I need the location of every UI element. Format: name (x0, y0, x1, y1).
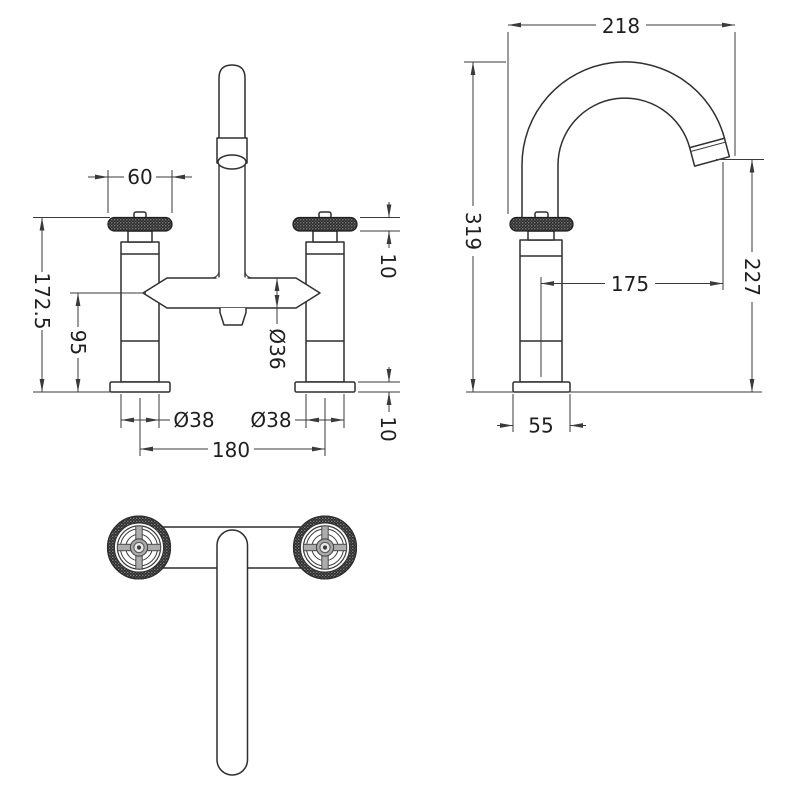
dim-label-body-diameter: Ø36 (265, 328, 289, 369)
dim-label-spout-projection: 175 (611, 272, 649, 296)
dim-label-handle-width: 60 (127, 165, 152, 189)
plan-left-handle-wheel (108, 516, 171, 579)
right-valve-column (305, 230, 345, 383)
right-handle-front (292, 211, 358, 232)
dim-body-diameter: Ø36 (265, 278, 289, 370)
body-bottom-plug (219, 308, 247, 326)
dim-label-base-depth: 55 (528, 414, 553, 438)
dim-label-right-column-diameter: Ø38 (250, 408, 291, 432)
right-knurled-handle (292, 216, 358, 232)
dim-base-depth: 55 (497, 394, 586, 438)
plan-right-handle-wheel (294, 516, 357, 579)
dim-spout-reach: 218 (507, 14, 736, 214)
dim-label-inlet-centre-height: 95 (66, 330, 90, 355)
dim-label-base-thickness: 10 (376, 416, 400, 441)
front-view: 60 10 172.5 95 Ø36 (30, 64, 400, 462)
dim-label-overall-height: 319 (461, 212, 485, 250)
side-base-flange (512, 381, 571, 393)
left-valve-column (120, 230, 160, 383)
dim-label-tap-centres: 180 (212, 438, 250, 462)
side-view: 218 319 175 227 55 (461, 14, 764, 438)
left-base-flange (109, 381, 171, 393)
dim-height-to-handle: 172.5 (30, 217, 110, 393)
spout-outlet (217, 154, 247, 170)
dim-label-handle-thickness: 10 (376, 253, 400, 278)
dim-base-thickness: 10 (358, 367, 400, 442)
plan-view (108, 516, 357, 776)
spout-side (521, 61, 726, 219)
side-knurled-handle (509, 216, 574, 232)
dim-spout-outlet-height: 227 (716, 159, 764, 392)
dim-label-spout-outlet-height: 227 (740, 258, 764, 296)
dim-tap-centres: 180 (139, 398, 326, 462)
dim-label-spout-reach: 218 (602, 14, 640, 38)
dim-right-column-diameter: Ø38 (250, 394, 345, 432)
left-handle-front (107, 211, 173, 232)
side-handle (509, 211, 574, 232)
dim-left-column-diameter: Ø38 (120, 394, 215, 432)
dim-label-height-to-handle: 172.5 (30, 272, 54, 329)
dim-handle-width: 60 (88, 165, 192, 213)
dim-inlet-centre-height: 95 (66, 292, 146, 392)
spout-upper-tube (218, 64, 246, 140)
dim-spout-projection: 175 (541, 162, 724, 296)
dim-handle-thickness: 10 (360, 202, 400, 279)
spout-front (210, 64, 254, 281)
right-base-flange (294, 381, 356, 393)
tap-body (142, 277, 321, 309)
left-knurled-handle (107, 216, 173, 232)
plan-spout-tube (216, 529, 249, 776)
dim-label-left-column-diameter: Ø38 (173, 408, 214, 432)
dim-overall-height: 319 (461, 61, 506, 392)
